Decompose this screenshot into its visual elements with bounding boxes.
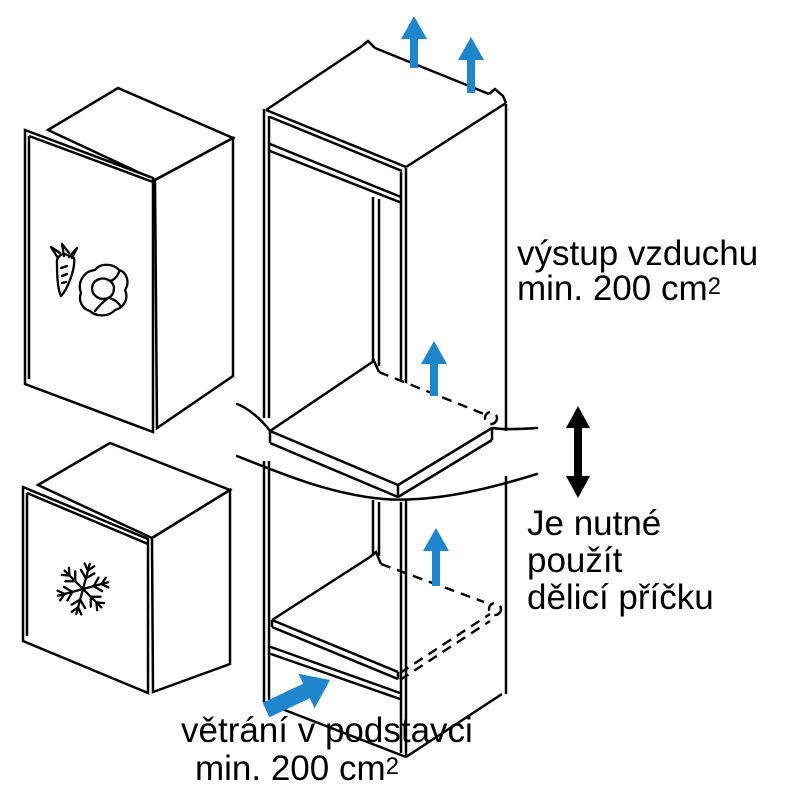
partition-board — [268, 359, 499, 499]
partition-note-label: Je nutné použít dělicí příčku — [527, 505, 714, 616]
up-arrow-icon — [421, 341, 447, 396]
fridge-box — [23, 86, 236, 434]
partition-notch — [483, 410, 499, 426]
cabinet-bottom-edge — [263, 692, 503, 759]
freezer-box — [21, 441, 233, 695]
cabinet-bottom-shelf — [270, 549, 400, 681]
cabinet-top-face — [265, 39, 508, 173]
base-vent-label: větrání v podstavci min. 200 cm2 — [181, 712, 473, 788]
partition-line1: Je nutné — [527, 504, 662, 543]
cabinet-inner-right-stile — [371, 197, 381, 556]
partition-edges — [268, 359, 494, 499]
base-vent-line1: větrání v podstavci — [181, 711, 473, 750]
cabbage-icon — [78, 263, 129, 317]
freezer-door-edge — [25, 491, 149, 636]
freezer-side-face — [150, 487, 232, 694]
fridge-door — [23, 128, 155, 434]
fridge-side-face — [153, 135, 235, 431]
cabinet-top-rail — [269, 142, 403, 205]
block-arrow-icon — [262, 673, 330, 718]
cabinet-plinth-rail — [267, 644, 401, 701]
superscript-2: 2 — [385, 753, 399, 780]
up-arrow-icon — [401, 16, 427, 68]
bottom-shelf-notch — [487, 601, 503, 617]
air-outlet-line2: min. 200 cm2 — [517, 269, 721, 308]
partition-line3: dělicí příčku — [527, 578, 714, 617]
partition-line2: použít — [527, 541, 623, 580]
airflow-arrows — [262, 16, 484, 718]
lower-wave-line — [235, 454, 539, 501]
break-wave-lines — [235, 402, 539, 501]
carrot-icon — [49, 242, 79, 298]
base-vent-line2: min. 200 cm2 — [195, 749, 399, 788]
double-headed-arrow-icon — [566, 406, 590, 498]
niche-cabinet — [262, 39, 508, 759]
snowflake-icon — [56, 562, 110, 616]
up-arrow-icon — [423, 528, 449, 586]
air-outlet-label: výstup vzduchu min. 200 cm2 — [517, 236, 758, 306]
air-outlet-line1: výstup vzduchu — [517, 234, 759, 273]
up-arrow-icon — [458, 37, 484, 93]
superscript-2: 2 — [707, 273, 721, 300]
upper-wave-line — [235, 402, 539, 433]
fridge-door-edge — [27, 134, 154, 379]
cabinet-right-edge — [399, 168, 408, 757]
cabinet-left-edge — [262, 109, 271, 702]
